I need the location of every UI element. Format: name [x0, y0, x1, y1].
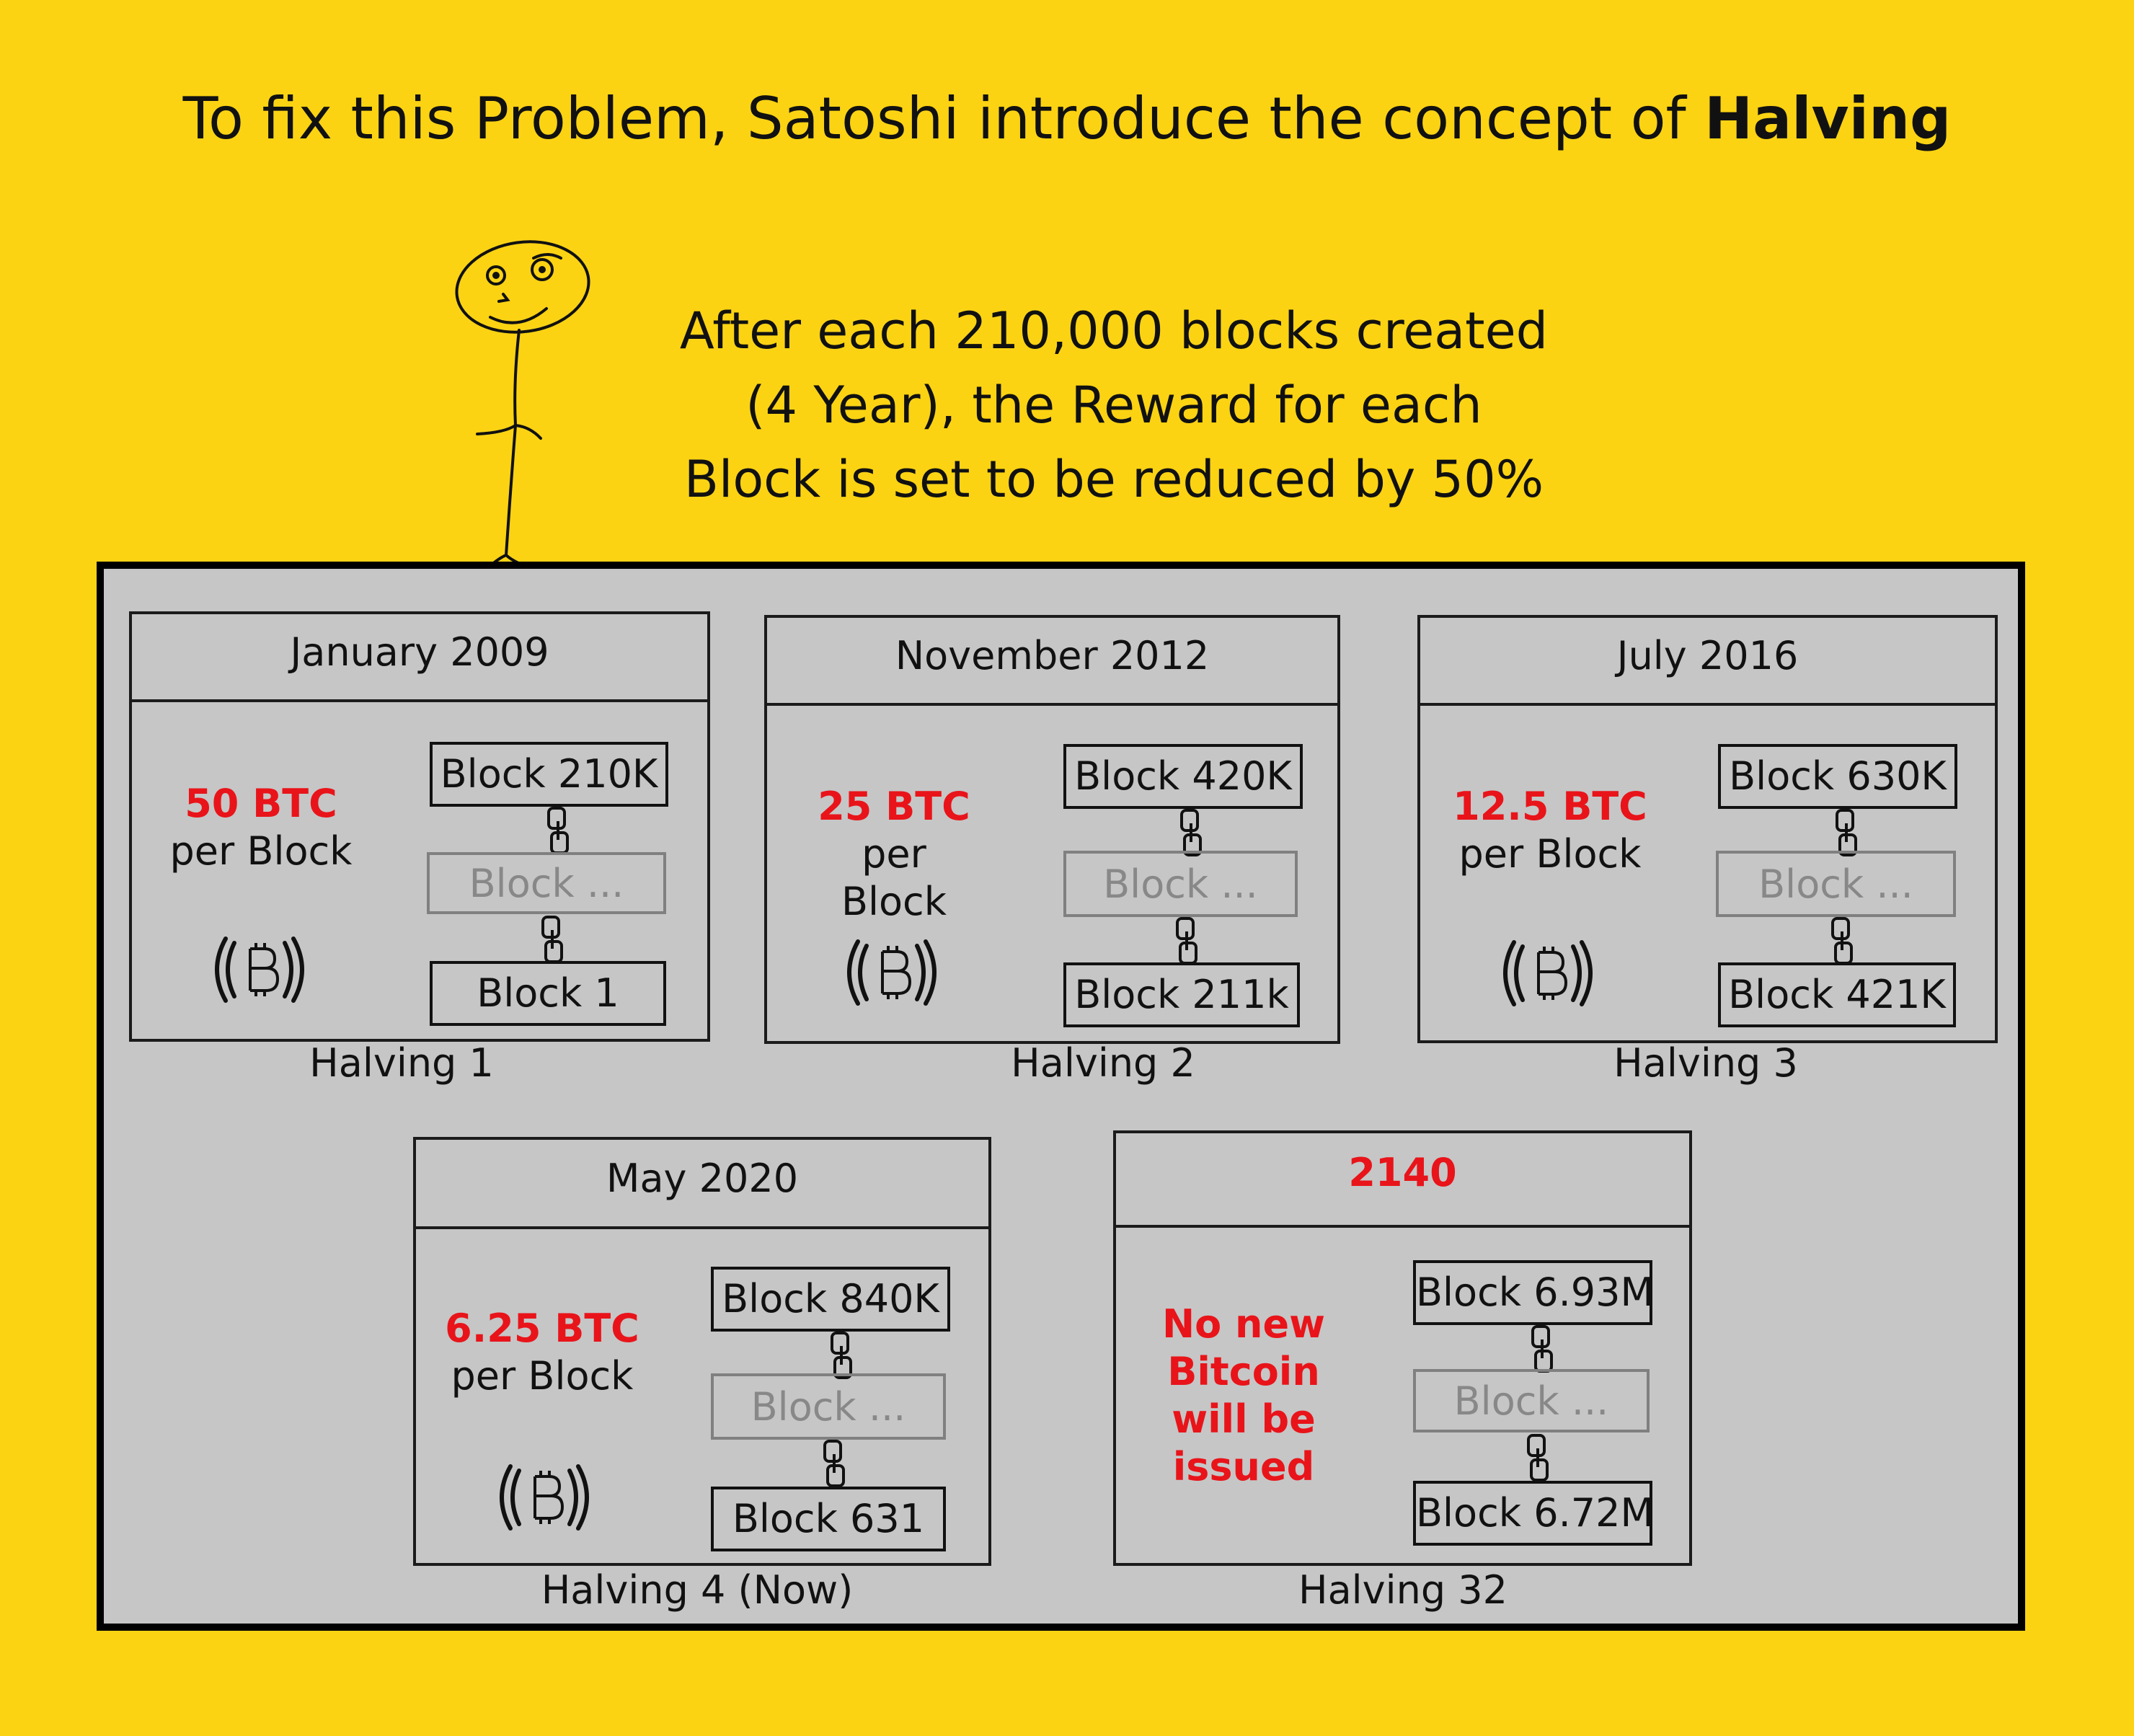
reward-unit: per Block	[451, 1353, 634, 1399]
chain-link-icon	[547, 807, 569, 854]
reward-amount: 12.5 BTC	[1453, 784, 1647, 829]
halving-date: 2140	[1116, 1133, 1689, 1228]
reward-amount: 6.25 BTC	[445, 1306, 639, 1351]
halving-card-1: January 2009	[129, 611, 710, 1042]
block-middle: Block ...	[1063, 851, 1298, 917]
bitcoin-icon	[1503, 940, 1593, 1006]
block-top: Block 210K	[430, 742, 668, 807]
block-bottom: Block 211k	[1063, 962, 1300, 1027]
block-middle: Block ...	[427, 852, 666, 914]
chain-link-icon	[541, 916, 563, 963]
halving-timeline-panel	[97, 562, 2025, 1631]
block-top: Block 6.93M	[1413, 1260, 1654, 1325]
block-bottom: Block 6.72M	[1413, 1481, 1654, 1546]
block-bottom: Block 1	[430, 961, 666, 1026]
reward-amount: 25 BTC	[818, 784, 970, 829]
halving-card-4: May 2020	[413, 1137, 991, 1566]
block-reward: 25 BTC per Block	[800, 783, 988, 926]
explanation-line-3: Block is set to be reduced by 50%	[683, 450, 1544, 509]
bitcoin-icon	[847, 939, 937, 1006]
title-emphasis: Halving	[1704, 85, 1952, 152]
halving-label: Halving 3	[1613, 1040, 1798, 1086]
chain-link-icon	[1176, 917, 1197, 965]
chain-link-icon	[1527, 1434, 1549, 1482]
block-middle: Block ...	[711, 1373, 946, 1440]
halving-explanation: After each 210,000 blocks created (4 Yea…	[634, 294, 1593, 517]
halving-label: Halving 1	[309, 1040, 494, 1086]
chain-link-icon	[831, 1332, 852, 1379]
block-top: Block 630K	[1718, 744, 1957, 809]
halving-card-2: November 2012	[764, 615, 1340, 1044]
title-prefix: To fix this Problem, Satoshi introduce t…	[182, 85, 1686, 152]
halving-label: Halving 32	[1298, 1567, 1508, 1613]
halving-date: November 2012	[767, 618, 1337, 706]
explanation-line-2: (4 Year), the Reward for each	[745, 376, 1482, 435]
explanation-line-1: After each 210,000 blocks created	[679, 301, 1549, 360]
reward-unit-line-1: per	[862, 831, 926, 877]
block-middle: Block ...	[1716, 851, 1956, 917]
no-new-bitcoin-note: No new Bitcoin will be issued	[1139, 1301, 1348, 1491]
reward-unit: per Block	[1458, 831, 1642, 877]
reward-unit: per Block	[169, 828, 353, 874]
bitcoin-icon	[215, 936, 304, 1003]
block-top: Block 840K	[711, 1267, 950, 1332]
stick-figure-illustration	[455, 240, 590, 572]
chain-link-icon	[1831, 917, 1853, 965]
halving-date: July 2016	[1420, 618, 1995, 706]
reward-unit-line-2: Block	[841, 879, 947, 924]
reward-amount: 50 BTC	[185, 781, 337, 826]
block-reward: 6.25 BTC per Block	[441, 1305, 643, 1400]
halving-card-3: July 2016	[1417, 615, 1998, 1043]
halving-date: January 2009	[132, 614, 707, 702]
note-line-1: No new	[1161, 1301, 1326, 1347]
note-line-2: Bitcoin	[1167, 1349, 1320, 1394]
block-top: Block 420K	[1063, 744, 1303, 809]
note-line-3: will be	[1172, 1396, 1316, 1442]
block-bottom: Block 421K	[1718, 962, 1956, 1027]
bitcoin-icon	[500, 1464, 589, 1531]
chain-link-icon	[1836, 809, 1857, 856]
block-reward: 12.5 BTC per Block	[1449, 783, 1651, 878]
note-line-4: issued	[1172, 1444, 1315, 1489]
page-title: To fix this Problem, Satoshi introduce t…	[0, 85, 2134, 152]
block-middle: Block ...	[1413, 1369, 1650, 1432]
block-reward: 50 BTC per Block	[160, 780, 362, 875]
halving-label: Halving 4 (Now)	[541, 1567, 854, 1613]
chain-link-icon	[1531, 1325, 1553, 1373]
halving-label: Halving 2	[1011, 1040, 1195, 1086]
chain-link-icon	[1180, 809, 1202, 856]
chain-link-icon	[823, 1440, 845, 1487]
halving-date: May 2020	[416, 1140, 988, 1229]
halving-card-32: 2140	[1113, 1130, 1692, 1566]
block-bottom: Block 631	[711, 1487, 946, 1551]
